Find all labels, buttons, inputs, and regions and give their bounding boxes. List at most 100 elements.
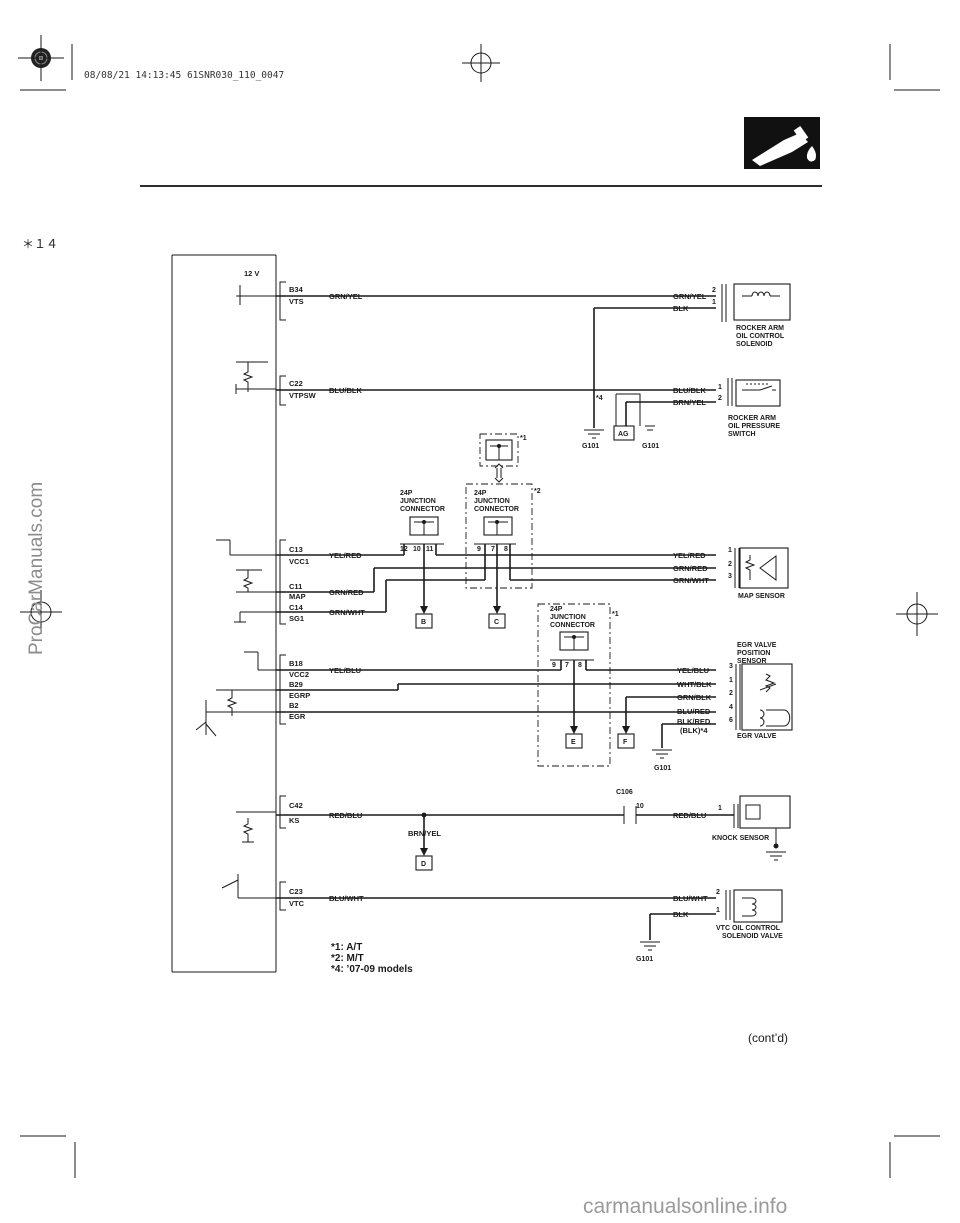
offpage-d: D [421,861,426,868]
term-c14: C14 [289,603,304,612]
pin-number: 2 [728,561,732,568]
wire-runs [276,295,734,940]
svg-text:POSITION: POSITION [737,650,770,657]
wire-label: (BLK)*4 [680,726,708,735]
svg-text:JUNCTION: JUNCTION [550,614,586,621]
svg-text:10: 10 [636,803,644,810]
term-map: MAP [289,592,306,601]
svg-text:*4: *4 [596,395,603,402]
offpage-f: F [623,739,628,746]
wire-label: BRN/YEL [673,398,706,407]
svg-text:12: 12 [400,546,408,553]
svg-text:*2: *2 [534,488,541,495]
egr-valve-position-sensor: EGR VALVE POSITION SENSOR EGR VALVE [735,642,793,740]
offpage-b: B [421,619,426,626]
junction-connector-main-1: 24P JUNCTION CONNECTOR 12 10 11 [400,490,445,553]
svg-text:SWITCH: SWITCH [728,431,756,438]
term-egrp: EGRP [289,691,310,700]
note-models: *4: ’07-09 models [331,964,413,975]
term-ks: KS [289,816,299,825]
pin-number: 1 [712,299,716,306]
wire-label: BRN/YEL [408,829,441,838]
pin-number: 3 [729,663,733,670]
svg-text:C106: C106 [616,789,633,796]
component-pin-numbers: 2 1 1 2 1 2 3 3 1 2 4 6 1 2 1 [712,287,733,914]
term-b34: B34 [289,285,304,294]
ecm-block [171,254,286,973]
svg-text:G101: G101 [654,765,671,772]
wire-labels: GRN/YEL GRN/YEL BLK BLU/BLK BLU/BLK BRN/… [329,292,712,919]
wire-label: RED/BLU [329,811,362,820]
wire-label: GRN/YEL [329,292,363,301]
svg-text:*1: *1 [520,435,527,442]
rocker-arm-oil-pressure-switch: ROCKER ARM OIL PRESSURE SWITCH [727,378,781,438]
wire-label: BLU/RED [677,707,711,716]
svg-text:VTC OIL CONTROL: VTC OIL CONTROL [716,925,781,932]
svg-text:10: 10 [413,546,421,553]
pin-number: 1 [716,907,720,914]
ground-symbols: G101 AG G101 *4 G101 G101 [582,393,672,963]
pin-number: 2 [729,690,733,697]
side-watermark: ProCarManuals.com [26,482,47,655]
wire-label: BLK [673,304,689,313]
wire-label: BLK/RED [677,717,711,726]
term-vtc: VTC [289,899,305,908]
term-b29: B29 [289,680,303,689]
junction-connector-at-egr: *1 24P JUNCTION CONNECTOR 9 7 8 [537,603,619,767]
term-b18: B18 [289,659,303,668]
offpage-e: E [571,739,576,746]
ecm-supply-label: 12 V [244,269,259,278]
wire-label: YEL/RED [329,551,362,560]
svg-text:MAP SENSOR: MAP SENSOR [738,593,785,600]
term-b2: B2 [289,701,299,710]
term-c42: C42 [289,801,303,810]
fuel-and-emissions-icon [744,117,820,169]
svg-text:EGR VALVE: EGR VALVE [737,642,777,649]
svg-text:11: 11 [426,546,434,553]
wire-label: YEL/RED [673,551,706,560]
junction-connector-at-top: *1 [479,433,527,483]
pin-number: 1 [729,677,733,684]
term-vcc1: VCC1 [289,557,309,566]
svg-text:7: 7 [491,546,495,553]
note-mt: *2: M/T [331,953,364,964]
svg-text:EGR VALVE: EGR VALVE [737,733,777,740]
svg-text:ROCKER ARM: ROCKER ARM [736,325,784,332]
svg-text:SENSOR: SENSOR [737,658,767,665]
rocker-arm-oil-control-solenoid: ROCKER ARM OIL CONTROL SOLENOID [721,283,791,348]
svg-text:24P: 24P [550,606,563,613]
offpage-c: C [494,619,499,626]
junction-connector-mt: *2 24P JUNCTION CONNECTOR 9 7 8 [465,483,541,589]
pin-number: 3 [728,573,732,580]
svg-text:8: 8 [578,662,582,669]
wire-label: YEL/BLU [329,666,361,675]
term-sg1: SG1 [289,614,304,623]
wire-label: GRN/BLK [677,693,712,702]
ecm-terminal-labels: B34 VTS C22 VTPSW C13 VCC1 C11 MAP C14 S… [289,285,317,908]
svg-text:24P: 24P [400,490,413,497]
svg-text:CONNECTOR: CONNECTOR [550,622,595,629]
wire-label: BLU/BLK [673,386,706,395]
svg-text:G101: G101 [582,443,599,450]
wire-label: GRN/RED [673,564,708,573]
svg-text:G101: G101 [636,956,653,963]
term-egr: EGR [289,712,306,721]
term-vtpsw: VTPSW [289,391,317,400]
svg-text:CONNECTOR: CONNECTOR [474,506,519,513]
connector-c106: C106 10 [616,789,644,810]
print-stamp: 08/08/21 14:13:45 61SNR030_110_0047 [84,70,284,81]
wire-label: BLU/WHT [329,894,364,903]
term-c11: C11 [289,582,302,591]
svg-text:KNOCK SENSOR: KNOCK SENSOR [712,835,769,842]
registration-marks [18,35,940,1178]
wire-label: GRN/WHT [329,608,365,617]
pin-number: 2 [712,287,716,294]
knock-sensor: KNOCK SENSOR [712,795,791,861]
pin-number: 1 [728,547,732,554]
term-c22: C22 [289,379,303,388]
term-c13: C13 [289,545,303,554]
wire-label: BLU/BLK [329,386,362,395]
note-at: *1: A/T [331,942,362,953]
wire-label: GRN/WHT [673,576,709,585]
